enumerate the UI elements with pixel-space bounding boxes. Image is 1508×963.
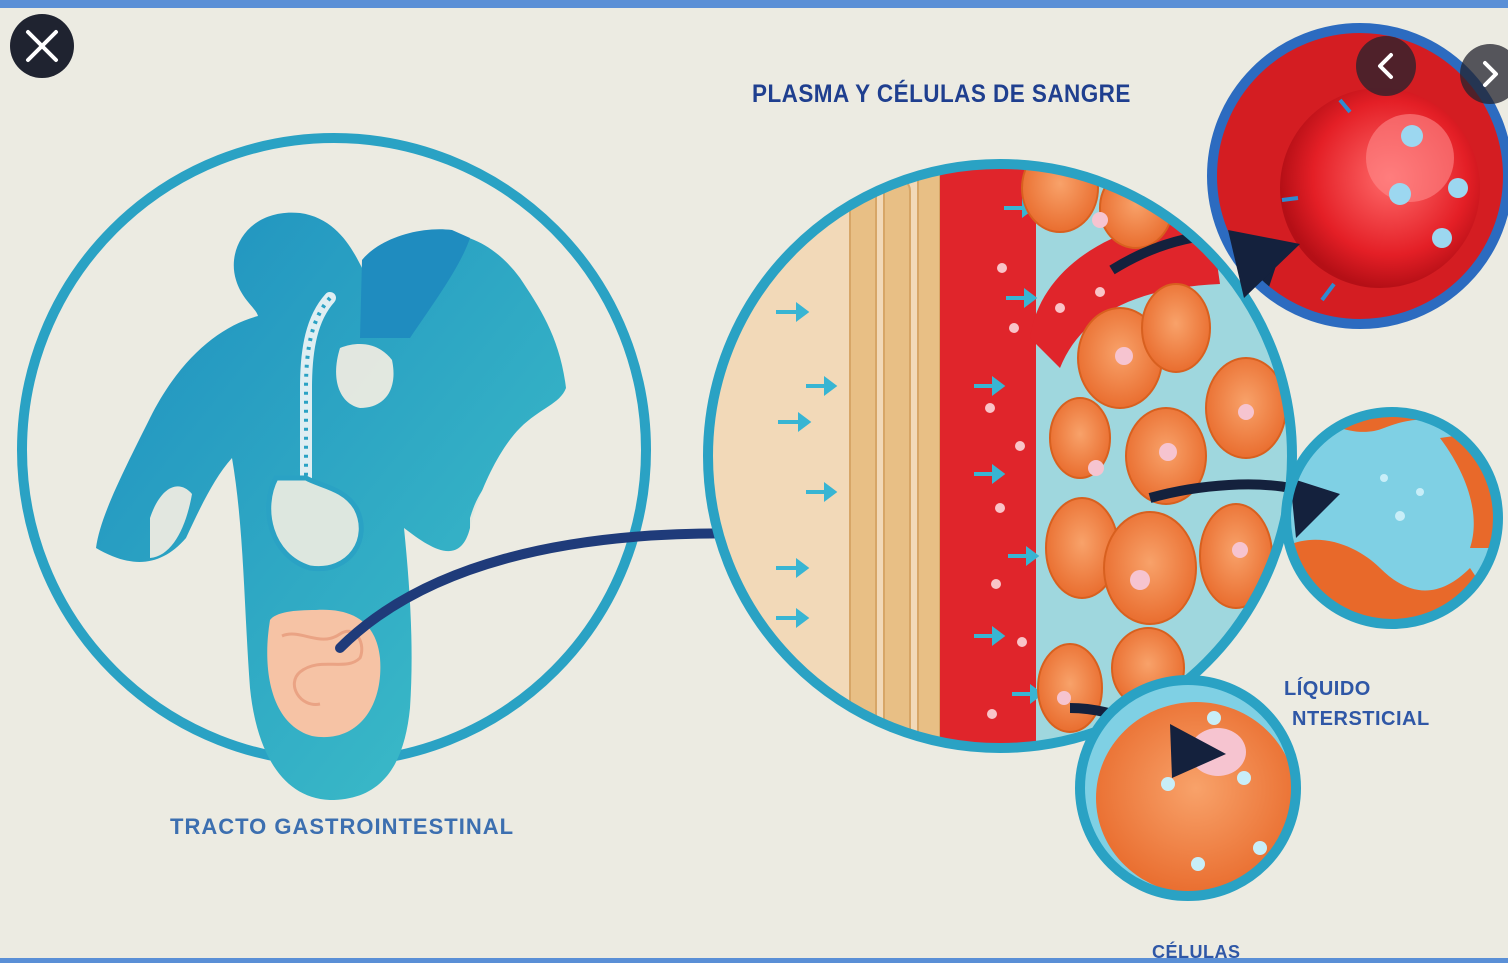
cells-label: CÉLULAS xyxy=(1152,942,1241,963)
prev-button[interactable] xyxy=(1356,36,1416,96)
plasma-title: PLASMA Y CÉLULAS DE SANGRE xyxy=(752,80,1131,109)
gi-tract-label: TRACTO GASTROINTESTINAL xyxy=(170,814,514,840)
image-viewer: PLASMA Y CÉLULAS DE SANGRE TRACTO GASTRO… xyxy=(0,8,1508,958)
interstitial-label-line1: LÍQUIDO xyxy=(1284,678,1371,701)
chevron-left-icon xyxy=(1371,51,1401,81)
close-button[interactable] xyxy=(10,14,74,78)
close-icon xyxy=(22,26,62,66)
interstitial-label-line2: NTERSTICIAL xyxy=(1292,708,1430,731)
chevron-right-icon xyxy=(1475,59,1505,89)
